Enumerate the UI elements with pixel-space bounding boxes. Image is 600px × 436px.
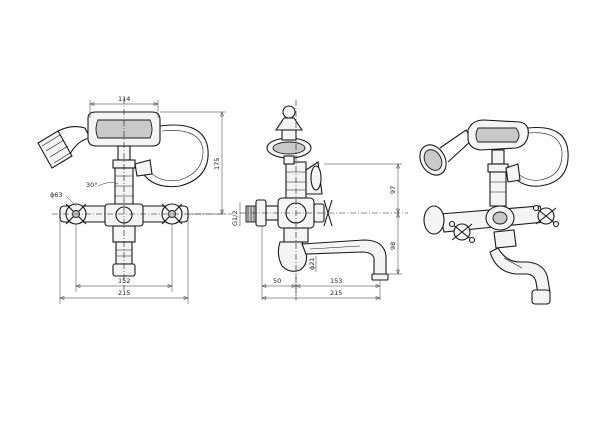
dim-spout-reach: 153 xyxy=(330,277,342,285)
iso-mixer-body xyxy=(423,205,545,235)
shower-hose xyxy=(139,124,209,188)
side-cradle xyxy=(285,161,323,199)
wall-inlet xyxy=(245,199,279,227)
dim-handshower-width: 114 xyxy=(118,95,130,103)
dim-lower-height: 98 xyxy=(389,242,397,250)
dim-outlet-diameter: ϕ63 xyxy=(50,191,63,199)
dim-centres: 152 xyxy=(118,277,130,285)
iso-handset xyxy=(467,119,529,151)
right-cross-handle xyxy=(161,203,183,225)
iso-left-handle xyxy=(448,220,476,244)
iso-column xyxy=(487,149,521,207)
dim-angle: 30° xyxy=(86,181,98,189)
hand-shower-head xyxy=(37,125,91,169)
isometric-view xyxy=(419,119,569,305)
dim-overall-width: 215 xyxy=(118,289,130,297)
dim-wall-offset: 50 xyxy=(273,277,281,285)
iso-right-handle xyxy=(532,204,560,228)
dim-thread: G1/2 xyxy=(231,211,239,227)
dim-total-height: 175 xyxy=(213,158,221,170)
side-view: 97 98 G1/2 ϕ21 50 153 215 xyxy=(231,100,408,300)
iso-spout xyxy=(489,229,551,305)
front-view: 114 30° ϕ63 175 152 215 xyxy=(37,95,232,304)
iso-shower-head xyxy=(419,129,473,176)
dim-overall-depth: 215 xyxy=(330,289,342,297)
side-spout xyxy=(277,227,389,281)
cradle-column xyxy=(112,145,153,205)
dim-spout-diameter: ϕ21 xyxy=(308,257,316,270)
iso-hose xyxy=(509,126,569,187)
side-shower-head xyxy=(266,105,312,165)
dim-upper-height: 97 xyxy=(389,186,397,194)
